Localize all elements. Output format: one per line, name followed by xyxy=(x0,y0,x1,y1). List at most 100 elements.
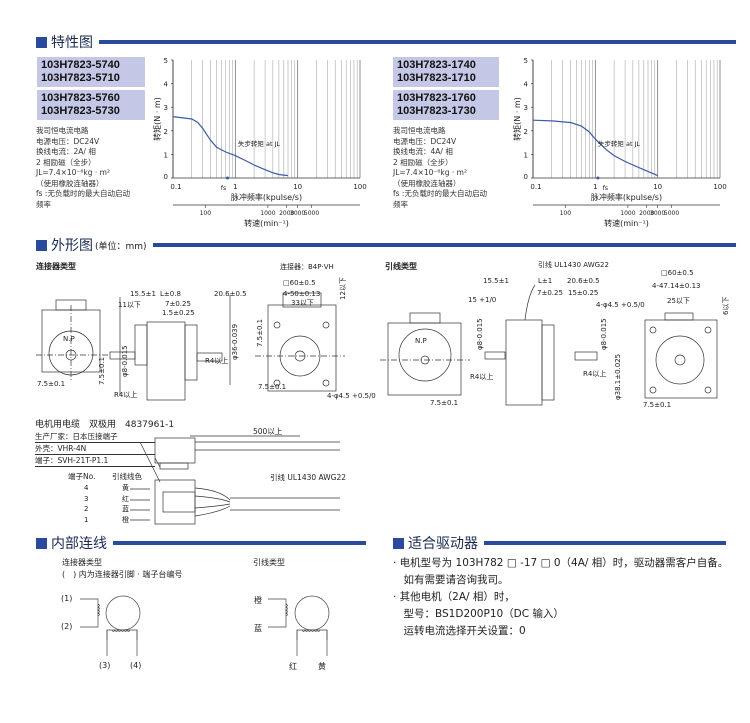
connector-side-view xyxy=(109,295,231,401)
dim-label: 20.6±0.5 xyxy=(214,290,247,298)
x-tick-label: 0.1 xyxy=(170,183,181,191)
section-title: 内部连线 xyxy=(51,536,107,552)
y-tick-label: 2 xyxy=(524,128,528,136)
section-driver: 适合驱动器 xyxy=(393,535,726,552)
cable-length: 500以上 xyxy=(253,427,283,436)
note: 频率 xyxy=(36,199,51,209)
dim-label: 25以下 xyxy=(667,297,690,305)
wiring-connector-title: 连接器类型 xyxy=(62,558,102,567)
lead-front-view xyxy=(380,312,470,396)
x-tick-label: 1 xyxy=(233,183,237,191)
cable-terminal: 端子：SVH-21T-P1.1 xyxy=(35,455,155,467)
wiring-note: ( ) 内为连接器引脚 · 端子台编号 xyxy=(62,570,183,579)
column-header: 引线线色 xyxy=(112,472,142,481)
y-axis-label: 转矩(N · m) xyxy=(152,97,162,141)
dim-label: L±1 xyxy=(538,277,552,285)
dim-label: L±0.8 xyxy=(160,290,181,298)
pin-label: (3) xyxy=(99,661,111,670)
section-characteristics: 特性图 xyxy=(36,34,736,51)
dim-label: 7.5±0.1 xyxy=(256,319,264,347)
model-number: 103H7823-5730 xyxy=(41,105,120,117)
note: （使用橡胶连轴器） xyxy=(36,178,104,188)
speed-tick-label: 1000 xyxy=(620,210,635,217)
x-tick-label: 100 xyxy=(353,183,366,191)
pin-no: 1 xyxy=(84,516,89,525)
pin-label: (1) xyxy=(61,594,73,603)
pin-colors: 黄红蓝橙 xyxy=(122,483,129,526)
dim-label: 4-47.14±0.13 xyxy=(652,282,700,290)
lead-label: 蓝 xyxy=(254,624,262,633)
dim-label: 7.5±0.1 xyxy=(643,401,671,409)
dim-label: R4以上 xyxy=(583,369,606,378)
pin-no: 3 xyxy=(84,494,89,503)
model-number: 103H7823-1730 xyxy=(397,105,476,117)
dim-label: 连接器：B4P·VH xyxy=(280,262,334,271)
dim-label: R4以上 xyxy=(114,390,137,399)
dim-label: R4以上 xyxy=(470,372,493,381)
x-tick-label: 10 xyxy=(293,183,302,191)
wire-color: 红 xyxy=(122,494,129,503)
y-tick-label: 3 xyxy=(524,104,528,112)
cable-drawing xyxy=(130,435,340,525)
dim-label: 15.5±1 xyxy=(130,290,156,298)
divider xyxy=(152,243,736,247)
note: JL=7.4×10⁻⁶kg · m² xyxy=(393,168,467,177)
driver-setting: 运转电流选择开关设置：0 xyxy=(393,625,526,637)
divider xyxy=(113,541,366,545)
connector-back-view xyxy=(255,292,345,392)
dim-label: 7±0.25 xyxy=(165,300,191,308)
note: JL=7.4×10⁻⁶kg · m² xyxy=(36,168,110,177)
section-title: 特性图 xyxy=(51,35,93,51)
section-marker-icon xyxy=(393,537,404,549)
cable-maker: 生产厂家：日本压接端子 xyxy=(35,431,155,443)
curve-annotation: 失步转矩 at JL xyxy=(238,139,281,148)
x-tick-label: 0.1 xyxy=(530,183,541,191)
y-tick-label: 0 xyxy=(524,173,528,181)
connector-front-view xyxy=(36,299,110,380)
dim-label: φ8-0.015 xyxy=(476,318,484,350)
cable-title: 电机用电缆 双极用 4837961-1 xyxy=(35,420,175,430)
speed-tick-label: 5000 xyxy=(304,210,319,217)
driver-note: · 其他电机（2A/ 相）时， xyxy=(393,591,515,603)
driver-model: 型号：BS1D200P10（DC 输入） xyxy=(393,608,564,620)
dim-label: 20.6±0.5 xyxy=(567,277,600,285)
dim-label: □60±0.5 xyxy=(283,279,316,287)
dim-label: 7.5±0.1 xyxy=(258,383,286,391)
section-marker-icon xyxy=(36,239,47,251)
dim-label: N.P xyxy=(63,335,75,343)
speed-tick-label: 1000 xyxy=(260,210,275,217)
fs-marker xyxy=(226,176,230,180)
dim-label: 7±0.25 xyxy=(537,289,563,297)
lead-type-title: 引线类型 xyxy=(385,262,417,271)
dim-label: □60±0.5 xyxy=(661,269,694,277)
note: fs :无负载时的最大自动启动 xyxy=(36,189,130,198)
pin-label: (4) xyxy=(130,661,142,670)
pin-no: 2 xyxy=(84,505,89,514)
driver-note: · 电机型号为 103H782 □ -17 □ 0（4A/ 相）时，驱动器需客户… xyxy=(393,557,729,569)
y-tick-label: 3 xyxy=(164,104,168,112)
note: 2 相励磁（全步） xyxy=(36,157,96,167)
note: （使用橡胶连轴器） xyxy=(393,178,461,188)
wire-color: 蓝 xyxy=(122,505,129,514)
y-tick-label: 2 xyxy=(164,128,168,136)
y-tick-label: 4 xyxy=(164,81,169,89)
pullout-torque-curve xyxy=(532,119,658,177)
y-tick-label: 4 xyxy=(524,81,529,89)
pullout-torque-curve xyxy=(172,116,289,177)
model-number: 103H7823-5760 xyxy=(41,92,120,104)
section-title: 外形图 xyxy=(51,238,93,254)
y-tick-label: 0 xyxy=(164,173,168,181)
dim-label: 7.5±0.1 xyxy=(430,399,458,407)
model-number: 103H7823-1710 xyxy=(397,72,476,84)
speed-tick-label: 100 xyxy=(200,210,212,217)
note: 我司恒电流电路 xyxy=(393,126,446,135)
cable-housing: 外壳：VHR-4N xyxy=(35,443,155,455)
y-tick-label: 1 xyxy=(524,151,528,159)
note: 换线电流：4A/ 相 xyxy=(393,147,453,156)
dim-label: 15±0.25 xyxy=(568,289,598,297)
dim-label: 15 +1/0 xyxy=(468,296,496,304)
lead-label: 黄 xyxy=(318,662,326,671)
